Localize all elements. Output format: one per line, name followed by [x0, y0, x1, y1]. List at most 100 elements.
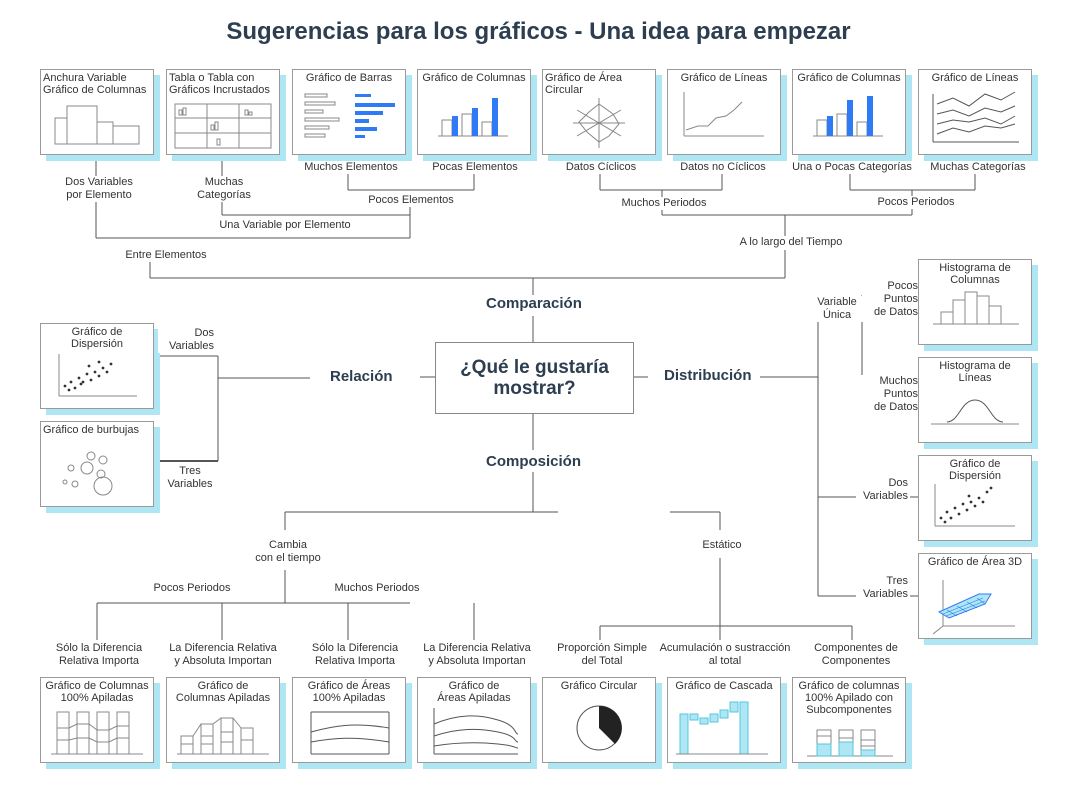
card-title: Gráfico de Áreas Apiladas: [437, 680, 511, 704]
card-column-histogram[interactable]: Histograma de Columnas: [918, 259, 1032, 345]
label-only-relative-2: Sólo la Diferencia Relativa Importa: [300, 642, 410, 668]
radar-chart-icon: [573, 98, 625, 148]
card-title: Gráfico de Columnas 100% Apiladas: [45, 680, 149, 704]
label-one-var-per-item: Una Variable por Elemento: [208, 219, 362, 232]
card-radar-chart[interactable]: Gráfico de Área Circular: [542, 69, 656, 155]
card-title: Gráfico de Área 3D: [927, 556, 1023, 568]
card-waterfall[interactable]: Gráfico de Cascada: [667, 677, 781, 763]
label-relative-absolute-1: La Diferencia Relativa y Absoluta Import…: [160, 642, 286, 668]
card-stacked-100-areas[interactable]: Gráfico de Áreas 100% Apiladas: [292, 677, 406, 763]
label-few-periods: Pocos Periodos: [140, 582, 244, 595]
hub-comparison: Comparación: [480, 295, 588, 312]
label-three-variables-dist: Tres Variables: [856, 575, 910, 601]
column-chart-icon: [438, 98, 508, 137]
label-few-points: Pocos Puntos de Datos: [862, 280, 920, 319]
card-title: Histograma de Columnas: [939, 262, 1011, 286]
card-stacked-columns[interactable]: Gráfico de Columnas Apiladas: [166, 677, 280, 763]
area-3d-icon: [932, 580, 1015, 635]
label-many-items: Muchos Elementos: [296, 161, 406, 174]
scatter-plot-icon: [58, 354, 137, 397]
card-scatter-relation[interactable]: Gráfico de Dispersión: [40, 323, 154, 409]
card-pie-chart[interactable]: Gráfico Circular: [542, 677, 656, 763]
line-histogram-icon: [931, 399, 1019, 425]
label-share-of-total: Proporción Simple del Total: [548, 642, 656, 668]
card-stacked-100-subcomponents[interactable]: Gráfico de columnas 100% Apilado con Sub…: [792, 677, 906, 763]
card-title: Gráfico de Barras: [305, 72, 393, 84]
scatter-plot-icon: [934, 484, 1015, 527]
label-one-few-categories: Una o Pocas Categorías: [782, 161, 922, 174]
label-many-periods-top: Muchos Periodos: [610, 197, 718, 210]
card-bubble-chart[interactable]: Gráfico de burbujas: [40, 421, 154, 507]
card-bar-chart[interactable]: Gráfico de Barras: [292, 69, 406, 155]
hub-composition: Composición: [480, 453, 588, 470]
label-two-variables-relation: Dos Variables: [158, 327, 216, 353]
waterfall-chart-icon: [676, 701, 768, 755]
label-cyclic: Datos Cíclicos: [556, 161, 646, 174]
label-single-variable: Variable Única: [808, 296, 866, 322]
hub-relation: Relación: [324, 368, 399, 385]
label-over-time: A lo largo del Tiempo: [726, 236, 856, 249]
card-title: Gráfico de columnas 100% Apilado con Sub…: [798, 680, 900, 716]
stacked-100-area-icon: [310, 711, 390, 755]
card-title: Gráfico de Columnas: [797, 72, 901, 84]
pie-chart-icon: [576, 705, 622, 751]
bubble-chart-icon: [62, 451, 113, 496]
table-icon: [174, 103, 272, 149]
card-table-embedded[interactable]: Tabla o Tabla con Gráficos Incrustados: [166, 69, 280, 155]
card-title: Gráfico de Líneas: [931, 72, 1019, 84]
stacked-100-column-icon: [51, 711, 143, 755]
card-title: Gráfico de Áreas 100% Apiladas: [307, 680, 391, 704]
card-title: Gráfico de Dispersión: [949, 458, 1001, 482]
label-few-periods-top: Pocos Periodos: [866, 196, 966, 209]
card-area-3d[interactable]: Gráfico de Área 3D: [918, 553, 1032, 639]
label-between-items: Entre Elementos: [116, 249, 216, 262]
multi-line-chart-icon: [932, 91, 1019, 143]
card-line-chart-noncyclic[interactable]: Gráfico de Líneas: [667, 69, 781, 155]
card-title: Gráfico de Líneas: [680, 72, 768, 84]
card-title: Gráfico Circular: [560, 680, 638, 692]
label-changes-over-time: Cambia con el tiempo: [248, 539, 328, 565]
card-stacked-100-columns[interactable]: Gráfico de Columnas 100% Apiladas: [40, 677, 154, 763]
stacked-subcomponent-icon: [807, 729, 893, 757]
variable-width-column-icon: [54, 105, 140, 145]
label-many-categories: Muchas Categorías: [920, 161, 1036, 174]
card-column-chart-few[interactable]: Gráfico de Columnas: [417, 69, 531, 155]
label-many-periods: Muchos Periodos: [322, 582, 432, 595]
label-few-items-group: Pocos Elementos: [358, 194, 464, 207]
page-title: Sugerencias para los gráficos - Una idea…: [226, 18, 851, 45]
hub-distribution: Distribución: [658, 367, 758, 384]
column-histogram-icon: [933, 291, 1019, 325]
label-relative-absolute-2: La Diferencia Relativa y Absoluta Import…: [414, 642, 540, 668]
card-title: Histograma de Líneas: [939, 360, 1011, 384]
card-title: Gráfico de Columnas Apiladas: [175, 680, 271, 704]
card-variable-width-column[interactable]: Anchura Variable Gráfico de Columnas: [40, 69, 154, 155]
card-column-chart-time[interactable]: Gráfico de Columnas: [792, 69, 906, 155]
card-title: Gráfico de burbujas: [43, 424, 139, 436]
bar-chart-icon: [304, 93, 395, 138]
card-title: Anchura Variable Gráfico de Columnas: [43, 72, 147, 96]
label-noncyclic: Datos no Cíclicos: [668, 161, 778, 174]
card-title: Gráfico de Área Circular: [545, 72, 623, 96]
label-components-of-components: Componentes de Componentes: [806, 642, 906, 668]
card-scatter-distribution[interactable]: Gráfico de Dispersión: [918, 455, 1032, 541]
stacked-column-icon: [177, 717, 269, 755]
label-only-relative-1: Sólo la Diferencia Relativa Importa: [44, 642, 154, 668]
label-three-variables-relation: Tres Variables: [162, 465, 218, 491]
label-two-variables-dist: Dos Variables: [856, 477, 910, 503]
label-many-points: Muchos Puntos de Datos: [858, 375, 920, 414]
card-line-histogram[interactable]: Histograma de Líneas: [918, 357, 1032, 443]
label-accumulation: Acumulación o sustracción al total: [652, 642, 798, 668]
card-title: Gráfico de Dispersión: [71, 326, 123, 350]
label-two-vars-per-item: Dos Variables por Elemento: [60, 176, 138, 202]
card-title: Gráfico de Columnas: [422, 72, 526, 84]
label-many-categories-table: Muchas Categorías: [186, 176, 262, 202]
card-title: Gráfico de Cascada: [675, 680, 773, 692]
card-line-chart-many[interactable]: Gráfico de Líneas: [918, 69, 1032, 155]
card-title: Tabla o Tabla con Gráficos Incrustados: [169, 72, 270, 96]
stacked-area-icon: [433, 708, 519, 755]
central-question: ¿Qué le gustaría mostrar?: [435, 342, 634, 414]
label-static: Estático: [692, 539, 752, 552]
label-few-items: Pocas Elementos: [424, 161, 526, 174]
line-chart-icon: [683, 92, 764, 137]
card-stacked-areas[interactable]: Gráfico de Áreas Apiladas: [417, 677, 531, 763]
